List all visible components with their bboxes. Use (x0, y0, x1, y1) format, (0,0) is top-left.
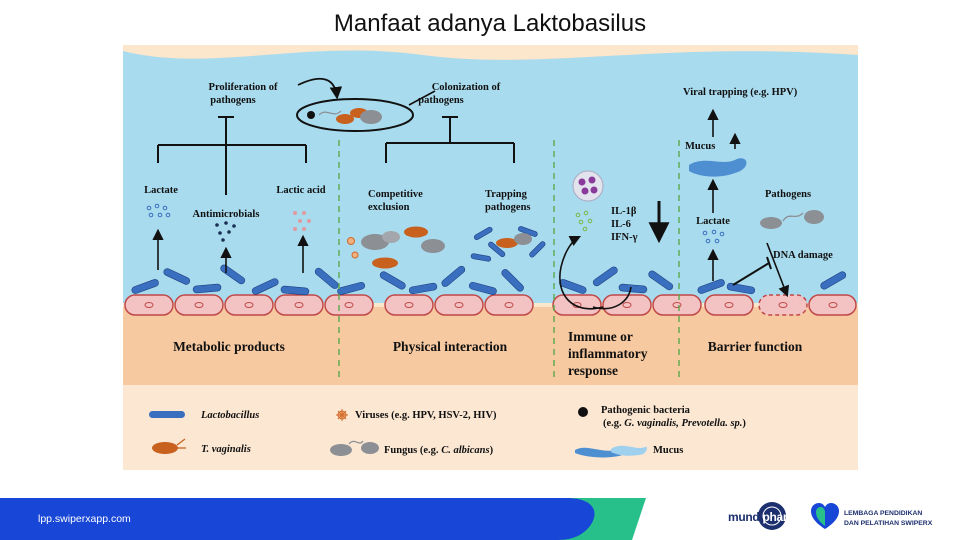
viral-trapping-label: Viral trapping (e.g. HPV) (683, 87, 798, 98)
legend-lactobacillus-icon (149, 411, 185, 418)
legend-fungus-icon (330, 440, 379, 456)
legend-mucus: Mucus (653, 445, 683, 456)
section-immune-line3: response (568, 363, 618, 378)
mucus-icon (689, 158, 747, 177)
section-physical-interaction: Physical interaction (393, 339, 508, 354)
page-title: Manfaat adanya Laktobasilus (333, 10, 647, 37)
tissue-area (123, 307, 858, 385)
legend-t-vaginalis-icon (152, 438, 186, 454)
legend-area (123, 385, 858, 470)
logo-pharma-text: pharma (762, 510, 805, 524)
logo-lpp-line2: DAN PELATIHAN SWIPERX (844, 520, 933, 527)
pathogens-right-label: Pathogens (765, 189, 811, 200)
section-immune-line2: inflammatory (568, 346, 648, 361)
inhibit-dna-damage-tbar (732, 256, 772, 286)
proliferation-label-line2: pathogens (210, 95, 256, 106)
competitive-label: Competitive (368, 189, 423, 200)
fungus-pathogen-icon (760, 210, 824, 229)
ifng-label: IFN-γ (611, 232, 638, 243)
legend-pathogenic-bacteria-examples: (e.g. G. vaginalis, Prevotella. sp.) (603, 418, 746, 429)
legend: Lactobacillus T. vaginalis Viruses (e.g.… (149, 405, 746, 458)
lactate-right-label: Lactate (696, 216, 730, 227)
section-immune-line1: Immune or (568, 329, 633, 344)
legend-t-vaginalis: T. vaginalis (201, 444, 251, 455)
legend-pathogenic-bacteria: Pathogenic bacteria (601, 405, 691, 416)
il1b-label: IL-1β (611, 206, 637, 217)
trapping-label-line2: pathogens (485, 202, 531, 213)
footer-url[interactable]: lpp.swiperxapp.com (38, 513, 131, 525)
il6-label: IL-6 (611, 219, 631, 230)
trapping-label: Trapping (485, 189, 528, 200)
inhibit-proliferation-tbar (157, 116, 307, 195)
colonization-label: Colonization of (432, 82, 501, 93)
dna-damage-arrow (766, 242, 790, 298)
legend-viruses: Viruses (e.g. HPV, HSV-2, HIV) (355, 410, 497, 421)
lactobacillus-layer (131, 264, 847, 296)
inhibit-colonization-tbar (385, 116, 515, 163)
heart-shield-icon (811, 503, 839, 529)
proliferation-label: Proliferation of (209, 82, 278, 93)
section-barrier-function: Barrier function (708, 339, 803, 354)
legend-fungus: Fungus (e.g. C. albicans) (384, 445, 494, 456)
section-metabolic-products: Metabolic products (173, 339, 285, 354)
antimicrobials-label: Antimicrobials (193, 209, 260, 220)
lpp-swiperx-logo: LEMBAGA PENDIDIKAN DAN PELATIHAN SWIPERX (810, 502, 950, 534)
legend-virus-icon (336, 409, 348, 421)
lactic-acid-label: Lactic acid (276, 185, 325, 196)
lactate-dots-icon (146, 203, 171, 218)
trapping-pathogens-icon (470, 226, 546, 262)
competitive-exclusion-icon (347, 226, 445, 269)
dna-damage-label: DNA damage (773, 250, 833, 261)
mundipharma-logo: mundipharma (728, 500, 804, 536)
legend-mucus-icon (575, 445, 647, 458)
logo-mundi-text: mundi (728, 510, 763, 524)
lactate-right-dots-icon (702, 229, 725, 244)
epithelial-layer (124, 294, 857, 316)
logo-lpp-line1: LEMBAGA PENDIDIKAN (844, 510, 923, 517)
lactobacillus-diagram: Proliferation of pathogens Lactate Antim… (123, 45, 858, 470)
antimicrobials-dots-icon (215, 221, 236, 242)
legend-lactobacillus: Lactobacillus (200, 410, 259, 421)
lactate-label: Lactate (144, 185, 178, 196)
section-dividers (338, 140, 680, 380)
immune-cell-icon (572, 170, 604, 202)
immune-loop-arrow (559, 235, 604, 310)
footer-bar (0, 498, 646, 540)
colonization-label-line2: pathogens (418, 95, 464, 106)
pathogen-cluster-icon (296, 98, 414, 132)
legend-pathogenic-bacteria-icon (578, 407, 588, 417)
competitive-label-line2: exclusion (368, 202, 410, 213)
lactic-acid-dots-icon (293, 211, 311, 231)
proliferation-curved-arrow (297, 77, 343, 100)
mucus-label: Mucus (685, 141, 715, 152)
cytokine-dots-icon (575, 210, 593, 232)
